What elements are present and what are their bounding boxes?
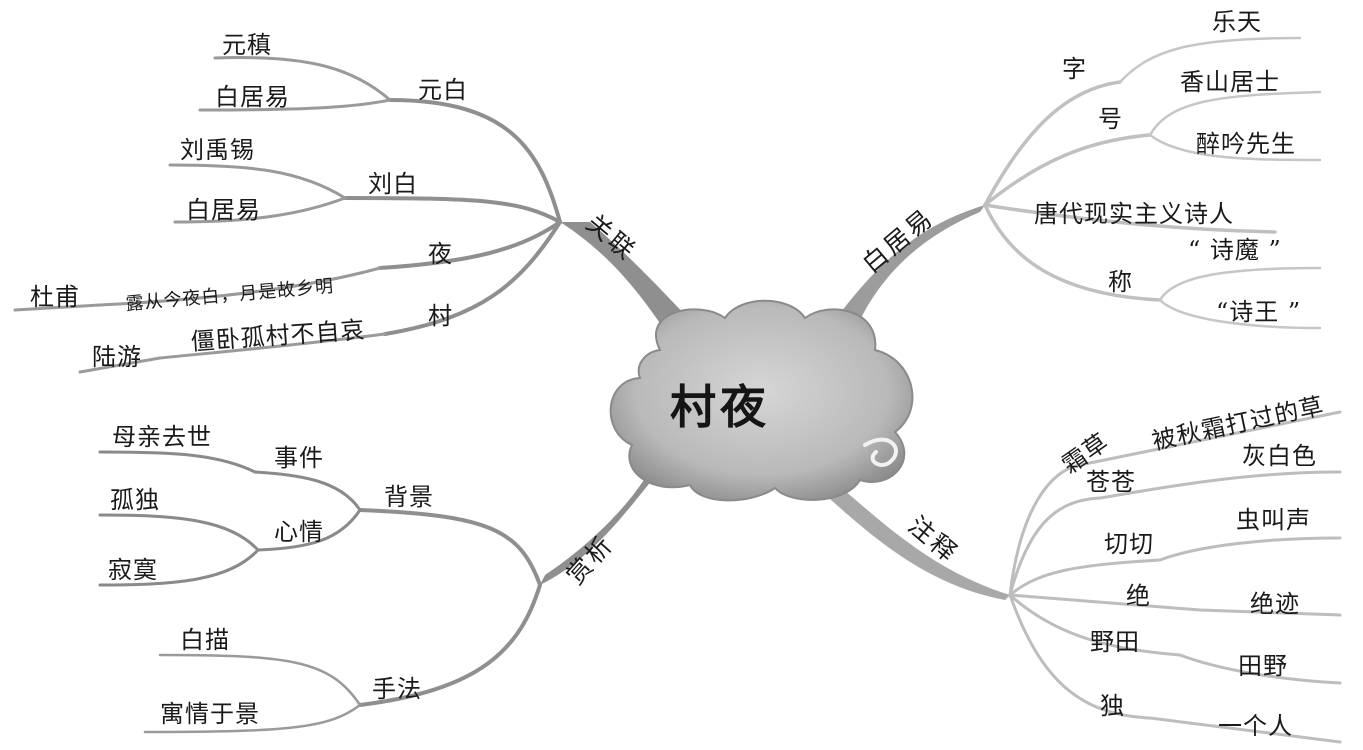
author-dufu: 杜甫 (30, 285, 80, 309)
term-cangcang: 苍苍 (1086, 470, 1136, 494)
leaf-liuyuxi: 刘禹锡 (180, 138, 255, 162)
leaf-shiwang: “诗王 ” (1216, 300, 1301, 324)
leaf-yuanzhen: 元稹 (222, 33, 272, 57)
term-yetian: 野田 (1090, 630, 1140, 654)
node-xinqing: 心情 (274, 520, 324, 544)
leaf-muqinqushi: 母亲去世 (112, 425, 212, 449)
node-liubai: 刘白 (368, 172, 418, 196)
leaf-gudu: 孤独 (110, 488, 160, 512)
meaning-cangcang: 灰白色 (1242, 444, 1317, 468)
meaning-tianye: 田野 (1238, 654, 1288, 678)
meaning-yigeren: 一个人 (1218, 714, 1293, 738)
leaf-shimo: “ 诗魔 ” (1188, 238, 1282, 262)
meaning-juji: 绝迹 (1250, 592, 1300, 616)
leaf-yuqingyujing: 寓情于景 (160, 702, 260, 726)
term-jue: 绝 (1126, 584, 1151, 608)
node-ye: 夜 (428, 242, 453, 266)
leaf-baijuyi-1: 白居易 (215, 85, 290, 109)
author-luyou: 陆游 (92, 345, 142, 369)
node-zi: 字 (1062, 57, 1087, 81)
node-cun: 村 (428, 304, 453, 328)
leaf-letian: 乐天 (1212, 10, 1262, 34)
meaning-qieqie: 虫叫声 (1236, 508, 1311, 532)
node-beijing: 背景 (384, 485, 434, 509)
node-shijian: 事件 (274, 446, 324, 470)
leaf-zuiyinxiansheng: 醉吟先生 (1196, 132, 1296, 156)
term-qieqie: 切切 (1104, 532, 1154, 556)
node-yuanbai: 元白 (418, 78, 468, 102)
leaf-baijuyi-2: 白居易 (186, 198, 261, 222)
center-title: 村夜 (670, 371, 770, 437)
term-du: 独 (1100, 694, 1125, 718)
leaf-xiangshanjushi: 香山居士 (1180, 70, 1280, 94)
leaf-baimiao: 白描 (180, 628, 230, 652)
node-cheng: 称 (1108, 270, 1133, 294)
leaf-poet-desc: 唐代现实主义诗人 (1034, 202, 1234, 226)
node-shoufa: 手法 (372, 677, 422, 701)
node-hao: 号 (1098, 107, 1123, 131)
leaf-jimo: 寂寞 (108, 558, 158, 582)
